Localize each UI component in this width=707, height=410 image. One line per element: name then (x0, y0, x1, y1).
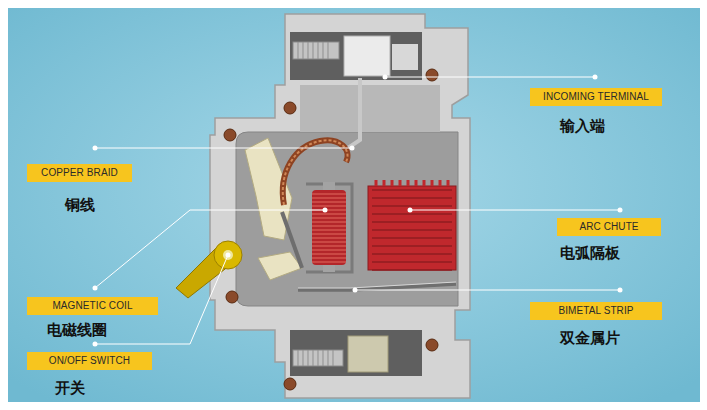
part-label-zh: 电弧隔板 (560, 244, 620, 262)
part-label: ON/OFF SWITCH (27, 352, 152, 370)
part-label: ARC CHUTE (557, 218, 661, 236)
part-label: COPPER BRAID (27, 164, 132, 182)
leader-dot (323, 208, 328, 213)
terminal-plate (392, 44, 418, 70)
leader-dot (93, 146, 98, 151)
leader-dot (618, 208, 623, 213)
coil-frame (306, 184, 352, 272)
leader-dot (353, 288, 358, 293)
terminal-chamber (290, 330, 422, 376)
terminal-chamber (290, 32, 422, 80)
bimetal-highlight (298, 282, 456, 288)
label-box: ARC CHUTE电弧隔板 (557, 218, 661, 236)
part-label-zh: 开关 (55, 379, 85, 397)
terminal-screw (293, 42, 339, 59)
rivet-hole (426, 69, 438, 81)
leader-line (385, 77, 595, 78)
screw-thread (298, 42, 328, 59)
leader-dot (383, 75, 388, 80)
leader-line (95, 210, 325, 288)
leader-dot (93, 342, 98, 347)
part-label-zh: 铜线 (65, 196, 95, 214)
leader-dot (93, 286, 98, 291)
part-label: BIMETAL STRIP (530, 302, 662, 320)
part-label: INCOMING TERMINAL (530, 88, 662, 106)
label-box: BIMETAL STRIP双金属片 (530, 302, 662, 320)
terminal-clamp (344, 36, 390, 76)
plate-teeth (376, 180, 448, 186)
latch (258, 252, 302, 280)
part-label-zh: 电磁线圈 (47, 321, 107, 339)
label-box: INCOMING TERMINAL输入端 (530, 88, 662, 106)
contact-arm (282, 212, 302, 268)
coil-winding (312, 194, 346, 262)
rivet-hole (224, 129, 236, 141)
part-label-zh: 输入端 (560, 117, 605, 135)
leader-dot (593, 75, 598, 80)
switch-knob (214, 241, 242, 269)
arc-plates (372, 190, 452, 270)
magnetic-coil (312, 190, 346, 265)
terminal-screw (293, 350, 343, 366)
conductor (345, 78, 360, 150)
arc-chute (368, 186, 456, 270)
upper-chamber (300, 85, 440, 132)
rivet-hole (226, 291, 238, 303)
inner-cavity (236, 132, 458, 306)
rivet-hole (284, 378, 296, 390)
leader-line (355, 290, 620, 291)
switch-pivot (223, 250, 233, 260)
leader-dot (226, 253, 231, 258)
leader-line (95, 148, 352, 149)
part-label: MAGNETIC COIL (27, 297, 158, 315)
bimetal-strip (298, 284, 456, 290)
background (8, 8, 700, 402)
rivet-hole (284, 102, 296, 114)
label-box: ON/OFF SWITCH开关 (27, 352, 152, 370)
breaker-housing (210, 14, 470, 398)
switch-handle (176, 248, 234, 298)
label-box: MAGNETIC COIL电磁线圈 (27, 297, 158, 315)
screw-thread (298, 350, 333, 366)
leader-dot (350, 146, 355, 151)
leader-dot (618, 288, 623, 293)
label-box: COPPER BRAID铜线 (27, 164, 132, 182)
rivet-hole (426, 339, 438, 351)
terminal-clamp (348, 336, 388, 372)
part-label-zh: 双金属片 (560, 329, 620, 347)
leader-dot (408, 208, 413, 213)
leader-line (410, 210, 620, 211)
